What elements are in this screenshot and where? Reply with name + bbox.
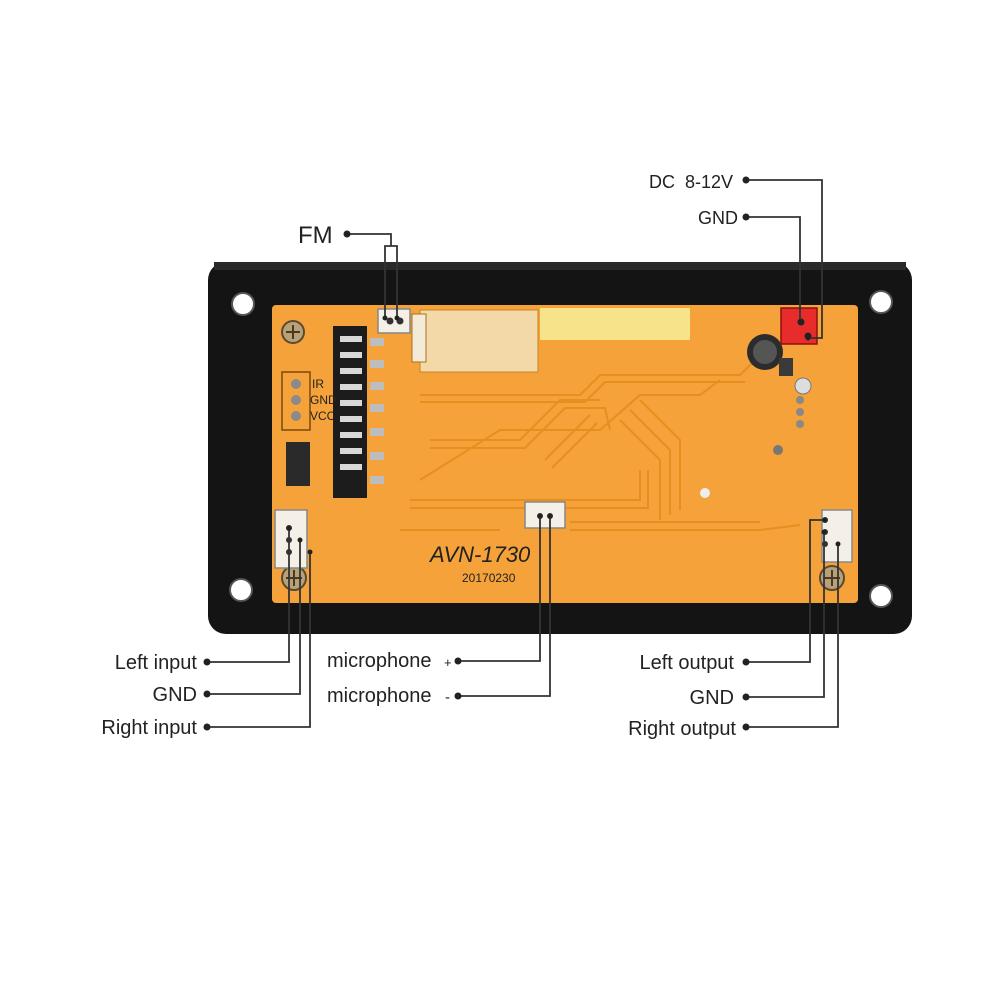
card-socket-pins	[340, 336, 362, 470]
screw-top-left	[281, 320, 305, 344]
fm-connector	[377, 308, 411, 334]
display-window	[419, 309, 539, 373]
display-window-strip	[540, 308, 690, 340]
input-connector	[274, 509, 308, 569]
label-mic-plus: microphone	[327, 650, 432, 672]
mount-hole-top-right	[869, 290, 893, 314]
ribbon-connector	[286, 442, 310, 486]
mount-hole-top-left	[231, 292, 255, 316]
pin-header-small	[411, 313, 427, 363]
label-right-output: Right output	[628, 718, 736, 740]
label-right-input: Right input	[101, 717, 197, 739]
mount-hole-bottom-left	[229, 578, 253, 602]
pin-label-gnd: GND	[310, 393, 337, 407]
board-code-label: 20170230	[462, 571, 516, 585]
pcb-traces	[400, 354, 801, 531]
card-socket	[333, 326, 367, 498]
board-model-label: AVN-1730	[428, 542, 531, 567]
label-mic-plus-sign: +	[444, 655, 452, 670]
component-pins	[796, 396, 804, 428]
label-output-gnd: GND	[690, 687, 734, 709]
microphone-connector	[524, 501, 566, 529]
pcb-board: IR GND VCC AVN-1730 20170230	[272, 305, 858, 603]
leader-lines	[207, 179, 839, 728]
label-input-gnd: GND	[153, 684, 197, 706]
label-left-input: Left input	[115, 652, 198, 674]
capacitor	[747, 334, 793, 376]
label-mic-minus: microphone	[327, 685, 432, 707]
label-mic-minus-sign: -	[445, 689, 450, 706]
card-socket-pads	[370, 338, 384, 484]
pin-label-vcc: VCC	[310, 409, 336, 423]
pin-label-ir: IR	[312, 377, 324, 391]
component-pad	[794, 377, 812, 395]
leader-dots	[203, 176, 841, 731]
output-connector	[821, 509, 853, 563]
label-left-output: Left output	[639, 652, 734, 674]
label-dc-gnd: GND	[698, 208, 738, 228]
label-dc: DC 8-12V	[649, 172, 733, 192]
mount-hole-bottom-right	[869, 584, 893, 608]
screw-bottom-left	[281, 565, 307, 591]
ir-header	[281, 371, 311, 431]
label-fm: FM	[298, 222, 333, 249]
